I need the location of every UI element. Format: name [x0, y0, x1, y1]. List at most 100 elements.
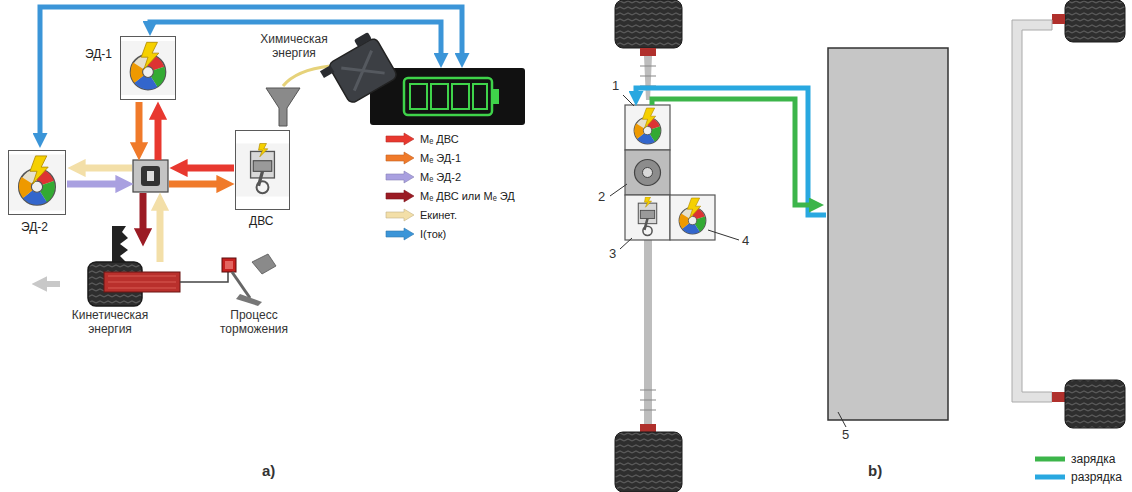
battery-part [410, 84, 427, 109]
front-axle-part [615, 0, 682, 48]
rear-axle-part [1052, 14, 1065, 24]
leader-lines-part [623, 95, 634, 106]
legend-entry: разрядка [1034, 470, 1122, 484]
callout-number: 1 [612, 79, 626, 94]
drive-unit-part [672, 197, 713, 238]
wheel-and-brake [44, 226, 276, 306]
arrow-swatch [385, 208, 415, 222]
fuel-can-part-part [328, 37, 399, 104]
panel-label: b) [868, 462, 898, 479]
battery-part [431, 84, 448, 109]
motor-icon-part [9, 155, 65, 211]
component-name: ДВС [249, 214, 273, 228]
line-swatch-shape [1035, 475, 1065, 480]
arrow-swatch-shape [386, 209, 414, 221]
wheel-and-brake-part [104, 272, 180, 292]
callout-number: 5 [842, 428, 856, 443]
battery-pack-part [828, 48, 948, 420]
torque-arrows-part [136, 102, 143, 146]
legend-entry: зарядка [1034, 452, 1115, 466]
gearbox-part [147, 171, 154, 181]
torque-arrows-part [82, 165, 132, 172]
front-axle [615, 0, 682, 492]
front-axle-part [640, 390, 656, 410]
legend-text: зарядка [1071, 452, 1115, 466]
charge-lines-part [652, 99, 812, 205]
fuel-can-part-part [320, 65, 334, 78]
rear-axle-part [1012, 20, 1052, 402]
energy-label: Кинетическая энергия [60, 309, 160, 337]
front-axle-part [615, 432, 682, 492]
torque-arrows-part [140, 193, 147, 232]
drive-unit-part [635, 160, 661, 186]
front-axle-part [640, 48, 656, 56]
gearbox-part [141, 166, 160, 186]
legend-entry: Mₑ ДВС или Mₑ ЭД [385, 189, 515, 203]
arrow-swatch [385, 189, 415, 203]
wheel-and-brake-part [108, 276, 176, 288]
wheel-and-brake-part [44, 281, 60, 287]
line-swatch [1034, 470, 1066, 484]
wheel-and-brake-part [232, 272, 250, 298]
rear-axle-part [1052, 392, 1065, 402]
energy-label: Химическая энергия [252, 33, 336, 61]
wheel-and-brake-part [225, 261, 233, 269]
wheel-and-brake-part [180, 272, 228, 282]
torque-arrows-part [67, 181, 119, 188]
drive-unit-part [627, 197, 668, 238]
arrow-swatch-shape [386, 190, 414, 202]
drive-unit-part [627, 107, 668, 148]
callout-number: 3 [609, 247, 623, 262]
legend-text: Eкинет. [420, 209, 457, 221]
arrow-swatch [385, 227, 415, 241]
front-axle-part [640, 424, 656, 432]
fuel-can-part-part [354, 32, 372, 47]
component-name: ЭД-1 [85, 47, 112, 61]
battery-pack [828, 48, 948, 420]
torque-arrows-part [157, 207, 164, 262]
leader-lines-part [620, 238, 632, 249]
battery-part [473, 84, 487, 109]
legend-text: Mₑ ЭД-2 [420, 171, 461, 183]
callout-number: 2 [598, 190, 612, 205]
arrow-swatch-shape [386, 171, 414, 183]
drive-unit-part [670, 195, 715, 240]
drive-unit-part [625, 150, 670, 195]
arrow-swatch [385, 151, 415, 165]
callout-number: 4 [742, 234, 756, 249]
component-box: ЭД-2 [8, 150, 66, 215]
front-axle-part [640, 66, 656, 86]
legend-text: Mₑ ДВС или Mₑ ЭД [420, 190, 515, 202]
leader-lines [610, 95, 846, 427]
rear-axle-part [1065, 380, 1125, 428]
arrow-swatch [385, 170, 415, 184]
arrow-swatch-shape [386, 133, 414, 145]
drive-unit-part [625, 195, 670, 240]
legend-text: разрядка [1071, 470, 1122, 484]
fuel-can-part [266, 88, 300, 126]
component-box: ДВС [235, 130, 290, 210]
torque-arrows-part [169, 181, 220, 188]
rear-axle [1012, 0, 1125, 428]
front-axle-part [644, 56, 652, 100]
leader-lines-part [708, 230, 739, 240]
arrow-swatch-shape [386, 152, 414, 164]
line-swatch-shape [1035, 457, 1065, 462]
drive-unit-part [643, 168, 653, 178]
gearbox [133, 160, 168, 192]
legend-entry: Mₑ ЭД-2 [385, 170, 461, 184]
leader-lines-part [838, 412, 846, 427]
wheel-and-brake-part [236, 294, 262, 306]
energy-label: Процесс торможения [204, 309, 304, 337]
legend-text: Mₑ ЭД-1 [420, 152, 461, 164]
charge-lines [636, 88, 826, 215]
arrow-swatch-shape [386, 228, 414, 240]
legend-text: I(ток) [420, 228, 446, 240]
line-swatch [1034, 452, 1066, 466]
arrow-swatch [385, 132, 415, 146]
battery-part [452, 84, 469, 109]
motor-icon [9, 41, 175, 211]
legend-text: Mₑ ДВС [420, 133, 459, 145]
